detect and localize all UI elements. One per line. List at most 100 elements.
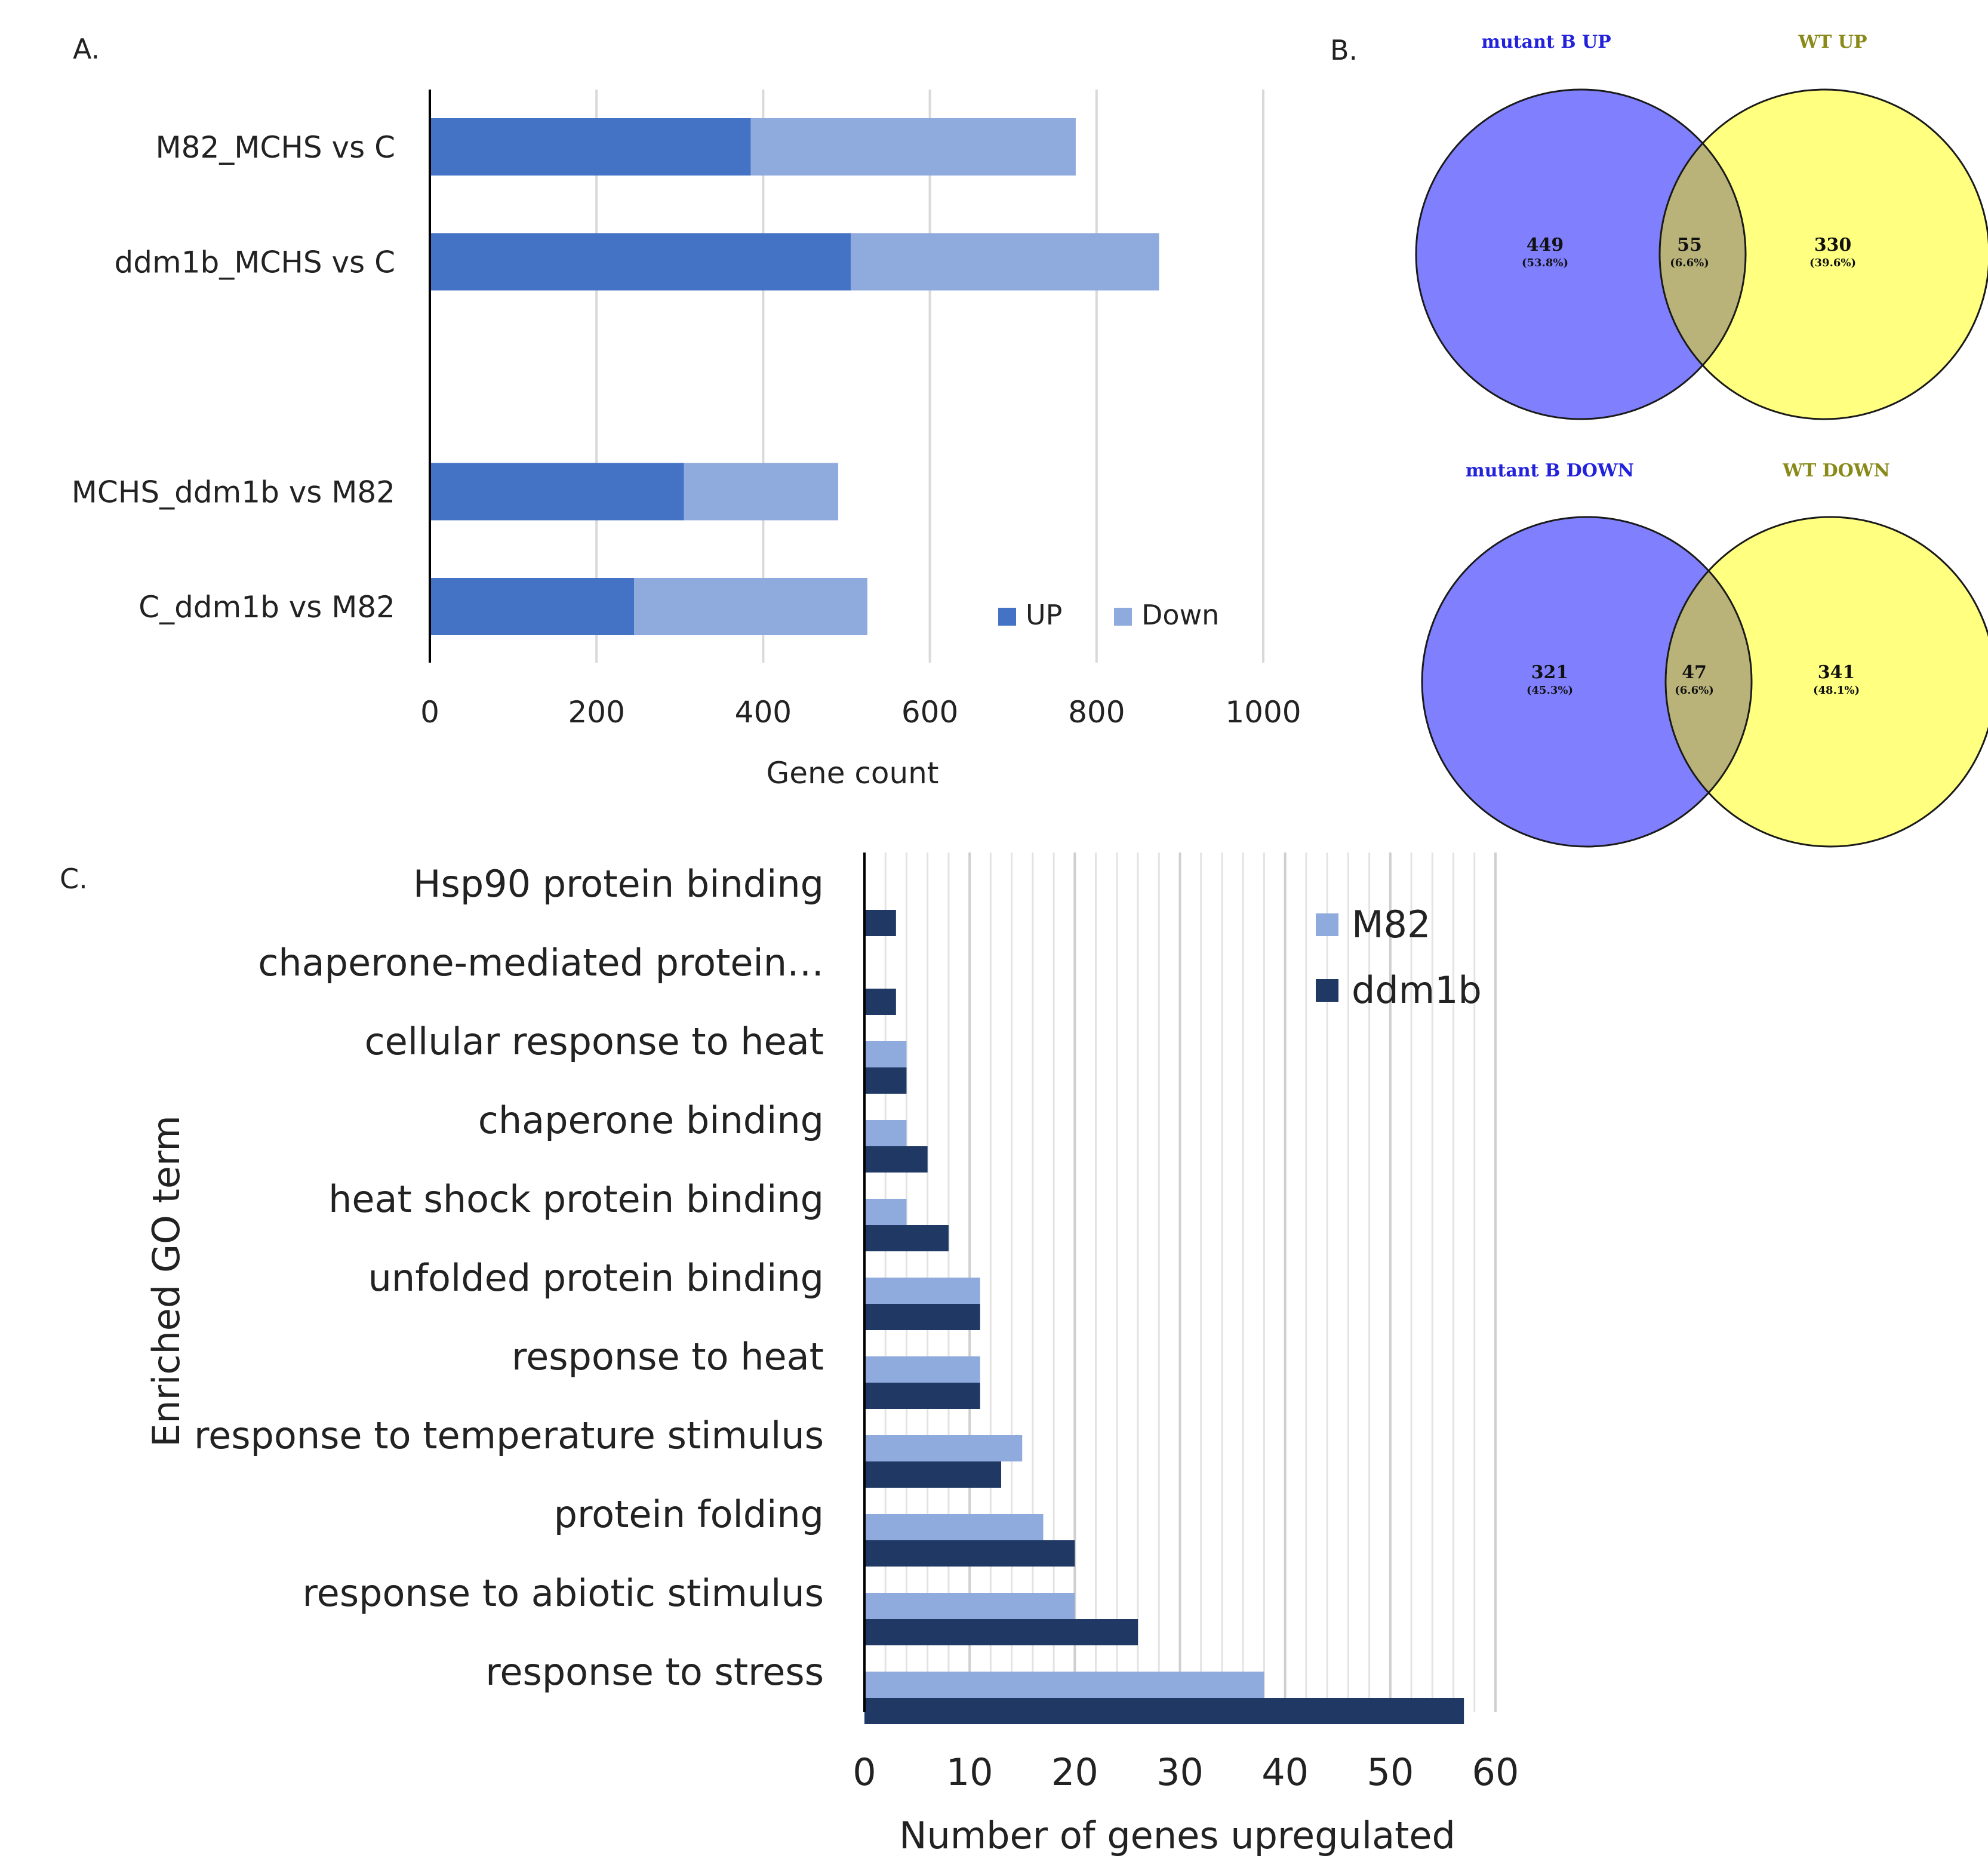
x-tick-label: 0: [420, 695, 439, 730]
venn-down-left-outline: [1421, 516, 1753, 848]
venn-up-left-count: 449: [1527, 235, 1564, 256]
x-tick-label: 400: [735, 695, 792, 730]
bar-ddm1b: [864, 989, 896, 1015]
bar-ddm1b: [864, 910, 896, 936]
venn-down-left-pct: (45.3%): [1527, 684, 1573, 697]
category-label: ddm1b_MCHS vs C: [115, 245, 395, 280]
bar-ddm1b: [864, 1146, 928, 1173]
category-label: chaperone-mediated protein…: [258, 941, 824, 984]
x-tick-label: 800: [1068, 695, 1125, 730]
legend-swatch-ddm1b: [1316, 979, 1338, 1002]
category-label: response to abiotic stimulus: [303, 1571, 824, 1615]
panel-c-legend: M82 ddm1b: [1316, 903, 1482, 1012]
venn-up-right-title: WT UP: [1798, 32, 1867, 53]
bar-up: [430, 118, 751, 176]
bar-m82: [864, 1593, 1075, 1619]
panel-a-gridlines: [595, 90, 1264, 663]
venn-up-right-circle: [1660, 90, 1988, 419]
panel-a-bars: [430, 118, 1159, 635]
panel-label-b: B.: [1330, 34, 1358, 66]
category-label: response to heat: [512, 1335, 824, 1378]
x-tick-label: 200: [568, 695, 624, 730]
category-label: Hsp90 protein binding: [413, 862, 824, 906]
bar-m82: [864, 1120, 907, 1146]
bar-up: [430, 463, 684, 521]
venn-up-right-count: 330: [1814, 235, 1852, 256]
venn-up-right-outline: [1658, 88, 1988, 420]
legend-label-up: UP: [1026, 599, 1062, 631]
bar-m82: [864, 1356, 980, 1383]
x-tick-label: 30: [1156, 1750, 1204, 1794]
category-label: response to stress: [485, 1650, 824, 1694]
category-label: C_ddm1b vs M82: [139, 590, 395, 624]
bar-ddm1b: [864, 1461, 1002, 1488]
venn-down-overlap-pct: (6.6%): [1675, 684, 1713, 697]
venn-up-overlap: [1659, 143, 1746, 365]
category-label: MCHS_ddm1b vs M82: [72, 475, 395, 510]
panel-a-x-axis-label: Gene count: [767, 756, 939, 790]
panel-label-a: A.: [73, 33, 100, 65]
panel-a-stacked-bar-chart: M82_MCHS vs C ddm1b_MCHS vs C MCHS_ddm1b v…: [72, 90, 1301, 790]
category-label: response to temperature stimulus: [194, 1414, 824, 1457]
bar-up: [430, 233, 851, 291]
legend-swatch-m82: [1316, 913, 1338, 936]
panel-label-c: C.: [60, 863, 88, 895]
x-tick-label: 60: [1472, 1750, 1519, 1794]
bar-ddm1b: [864, 1540, 1075, 1567]
legend-label-m82: M82: [1352, 903, 1430, 946]
venn-down-right-title: WT DOWN: [1782, 460, 1890, 481]
venn-up-left-title: mutant B UP: [1481, 32, 1611, 53]
category-label: unfolded protein binding: [368, 1256, 824, 1300]
x-tick-label: 20: [1051, 1750, 1098, 1794]
venn-up-overlap-count: 55: [1677, 235, 1702, 256]
bar-up: [430, 578, 635, 635]
x-tick-label: 40: [1261, 1750, 1309, 1794]
venn-down-right-circle: [1666, 517, 1988, 847]
category-label: M82_MCHS vs C: [156, 130, 396, 165]
bar-m82: [864, 1435, 1023, 1461]
bar-ddm1b: [864, 1383, 980, 1409]
bar-down: [684, 463, 839, 521]
x-tick-label: 0: [853, 1750, 876, 1794]
legend-swatch-up: [998, 608, 1016, 626]
category-label: chaperone binding: [478, 1098, 824, 1142]
venn-down-overlap: [1665, 571, 1752, 793]
legend-label-down: Down: [1141, 599, 1219, 631]
bar-ddm1b: [864, 1067, 907, 1094]
panel-a-legend: UP Down: [998, 599, 1219, 631]
venn-down-right-count: 341: [1818, 662, 1855, 683]
panel-c-y-axis-label: Enriched GO term: [144, 1115, 188, 1447]
venn-down-right-pct: (48.1%): [1813, 684, 1860, 697]
venn-up-right-pct: (39.6%): [1809, 257, 1856, 269]
bar-m82: [864, 1199, 907, 1225]
panel-c-x-axis-label: Number of genes upregulated: [899, 1814, 1455, 1857]
venn-up-left-outline: [1415, 88, 1747, 420]
panel-c-bars: [864, 910, 1464, 1724]
venn-down-left-title: mutant B DOWN: [1466, 460, 1634, 481]
bar-ddm1b: [864, 1225, 949, 1251]
bar-m82: [864, 1514, 1044, 1540]
bar-m82: [864, 1041, 907, 1067]
venn-up-overlap-pct: (6.6%): [1670, 257, 1709, 269]
x-tick-label: 50: [1367, 1750, 1414, 1794]
panel-c-category-labels: Hsp90 protein binding chaperone-mediated …: [194, 862, 824, 1694]
venn-diagram-up: mutant B UP WT UP 449 (53.8%) 55 (6.6%) …: [1415, 32, 1988, 420]
bar-down: [750, 118, 1076, 176]
bar-ddm1b: [864, 1698, 1464, 1724]
panel-c-gridlines: [884, 853, 1497, 1712]
venn-down-right-outline: [1664, 516, 1988, 848]
bar-m82: [864, 1672, 1264, 1698]
panel-c-grouped-bar-chart: Hsp90 protein binding chaperone-mediated …: [144, 853, 1519, 1857]
panel-a-category-labels: M82_MCHS vs C ddm1b_MCHS vs C MCHS_ddm1b v…: [72, 130, 395, 624]
venn-diagram-down: mutant B DOWN WT DOWN 321 (45.3%) 47 (6.…: [1421, 460, 1988, 848]
category-label: heat shock protein binding: [328, 1177, 824, 1221]
legend-swatch-down: [1114, 608, 1132, 626]
category-label: protein folding: [554, 1493, 824, 1536]
bar-ddm1b: [864, 1304, 980, 1330]
x-tick-label: 600: [901, 695, 958, 730]
venn-up-left-pct: (53.8%): [1522, 257, 1568, 269]
bar-down: [634, 578, 867, 635]
venn-down-overlap-count: 47: [1682, 662, 1707, 683]
